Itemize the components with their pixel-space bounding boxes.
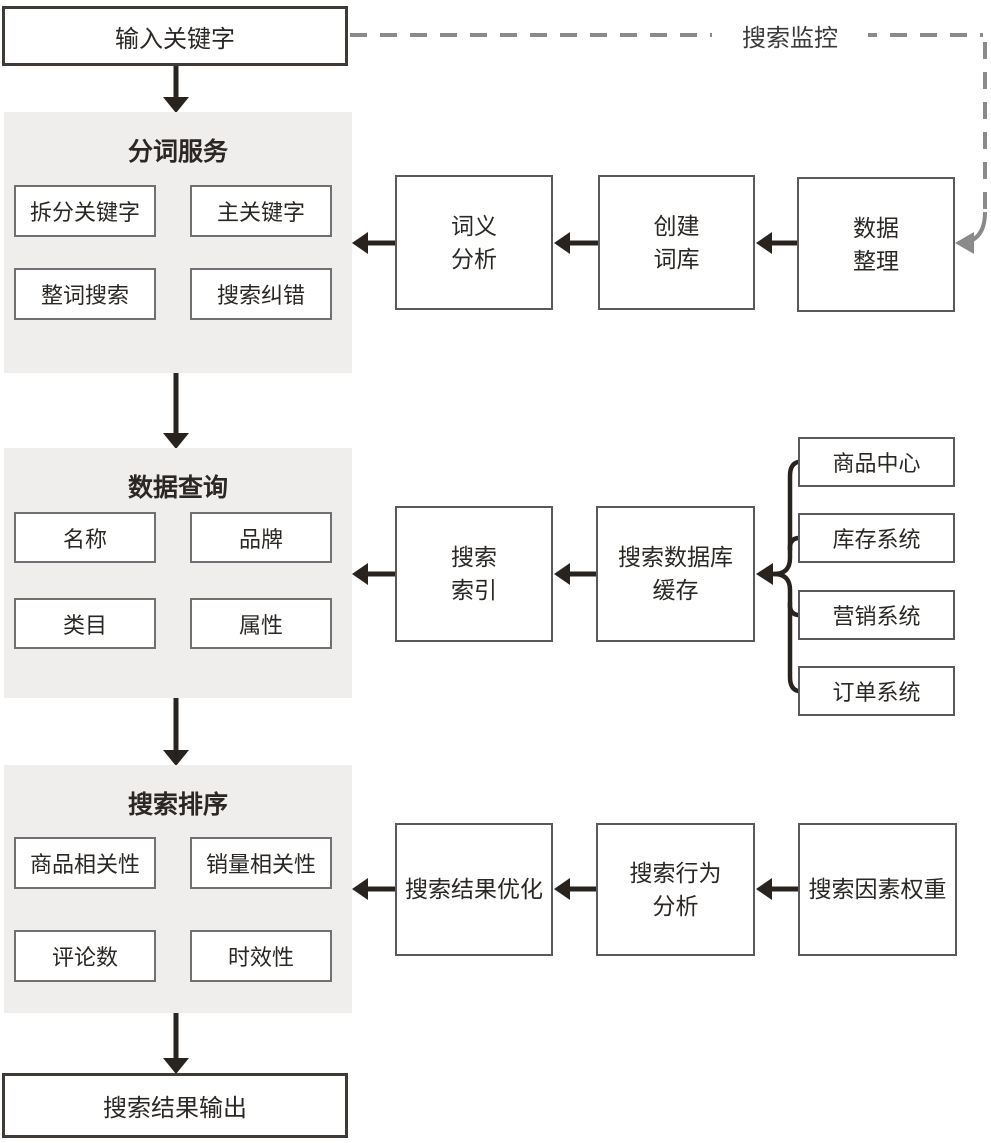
section-item: 属性 [190,598,332,649]
output-result-box: 搜索结果输出 [2,1073,348,1138]
flow-box-data-organize: 数据 整理 [797,177,955,312]
system-box-product-center: 商品中心 [798,437,955,487]
section-item: 时效性 [190,930,332,982]
left-arrow [756,232,797,254]
down-arrow [163,698,189,766]
section-item: 搜索纠错 [190,268,332,320]
section-item: 主关键字 [190,185,332,237]
left-arrow [554,563,596,585]
down-arrow [163,373,189,449]
flow-box-factor-weights: 搜索因素权重 [798,823,957,956]
down-arrow [163,66,189,113]
section-item: 拆分关键字 [14,185,156,237]
flow-box-search-db-cache: 搜索数据库 缓存 [596,506,755,642]
section-item: 销量相关性 [190,837,332,889]
section-title: 分词服务 [127,138,228,166]
systems-bracket-connector [756,459,801,694]
flow-box-result-optimization: 搜索结果优化 [395,823,553,956]
section-item: 评论数 [14,930,156,982]
left-arrow [554,232,598,254]
flow-box-search-index: 搜索 索引 [395,506,553,642]
section-title: 搜索排序 [127,791,228,819]
section-data-query: 数据查询 名称 品牌 类目 属性 [4,448,352,698]
down-arrow [163,1013,189,1074]
section-item: 类目 [14,598,156,649]
system-box-marketing: 营销系统 [798,590,955,640]
flow-box-semantic-analysis: 词义 分析 [395,175,553,310]
input-keyword-box: 输入关键字 [2,6,348,66]
monitor-dashed-line [350,33,987,254]
flow-box-create-lexicon: 创建 词库 [598,175,755,310]
system-box-inventory: 库存系统 [798,513,955,563]
system-box-order: 订单系统 [798,666,955,716]
section-word-segmentation: 分词服务 拆分关键字 主关键字 整词搜索 搜索纠错 [4,112,352,373]
left-arrow [554,878,596,900]
flow-box-behavior-analysis: 搜索行为 分析 [596,823,755,956]
section-title: 数据查询 [127,474,228,502]
left-arrow [352,232,395,254]
left-arrow [352,878,395,900]
section-item: 整词搜索 [14,268,156,320]
section-search-ranking: 搜索排序 商品相关性 销量相关性 评论数 时效性 [4,765,352,1013]
left-arrow [756,878,798,900]
section-item: 名称 [14,512,156,563]
monitor-label: 搜索监控 [712,20,868,52]
left-arrow [352,563,395,585]
section-item: 品牌 [190,512,332,563]
section-item: 商品相关性 [14,837,156,889]
